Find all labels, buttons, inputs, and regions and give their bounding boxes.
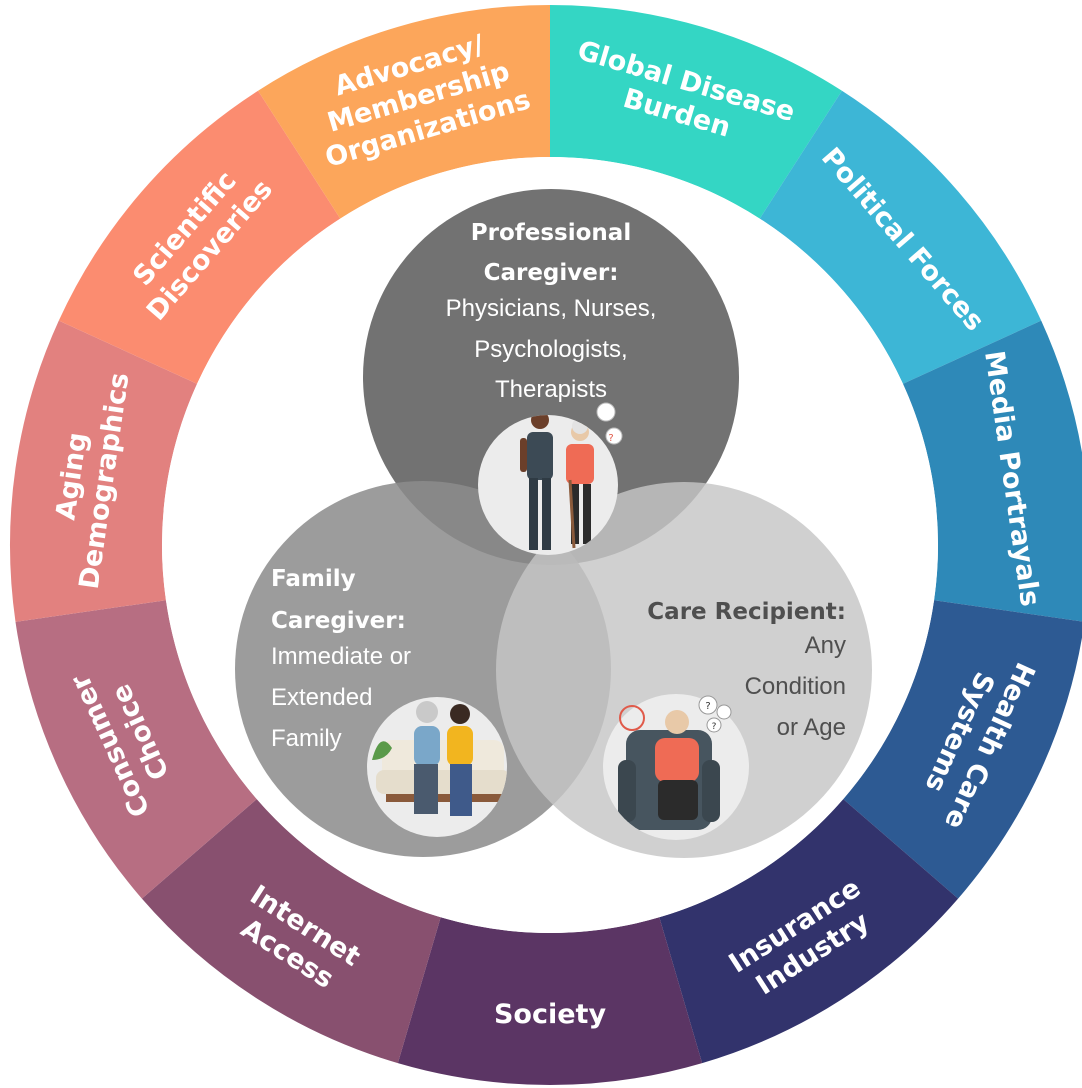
professional-caregiver-text: Professional Caregiver: Physicians, Nurs… [446,220,657,403]
family-caregiver-text: Family Caregiver: Immediate or Extended … [271,566,411,752]
professional-body-line-2: Psychologists, [474,336,627,363]
ring-segment-7 [141,799,441,1064]
family-body-line-3: Family [271,725,342,752]
family-body-line-1: Immediate or [271,643,411,670]
venn-diagram [235,189,872,858]
professional-title-line-1: Professional [471,220,631,246]
svg-text:?: ? [608,433,613,444]
ring-segment-10 [58,90,341,384]
nurse-with-elderly-woman-illustration: ? [478,402,623,555]
ring-label-6: Society [494,999,606,1030]
family-body-line-2: Extended [271,684,372,711]
svg-text:?: ? [705,701,710,712]
care-recipient-text: Care Recipient: Any Condition or Age [647,599,846,741]
professional-body-line-3: Therapists [495,376,607,403]
family-title-line-2: Caregiver: [271,608,406,634]
ring-segment-5 [659,799,959,1064]
worried-man-in-armchair-illustration: ? ? [603,694,749,840]
ring-segment-8 [15,600,257,899]
ring-segment-3 [902,320,1082,622]
recipient-body-line-1: Any [805,632,846,659]
ring-segment-1 [550,5,842,219]
professional-caregiver-circle [363,189,739,565]
svg-text:?: ? [712,722,717,732]
professional-title-line-2: Caregiver: [484,260,619,286]
recipient-title: Care Recipient: [647,599,846,625]
recipient-body-line-3: or Age [777,714,846,741]
ring-segment-4 [843,600,1082,899]
family-on-couch-illustration [367,697,507,837]
recipient-body-line-2: Condition [745,673,846,700]
professional-body-line-1: Physicians, Nurses, [446,295,657,322]
family-caregiver-circle [235,481,611,857]
ring-segment-2 [759,90,1042,384]
ring-label-6-line-1: Society [494,999,606,1030]
ring-segment-6 [397,917,703,1085]
ring-segments [9,5,1082,1085]
care-recipient-circle [496,482,872,858]
ring-segment-9 [9,320,198,622]
family-title-line-1: Family [271,566,356,592]
ring-segment-11 [258,5,550,219]
